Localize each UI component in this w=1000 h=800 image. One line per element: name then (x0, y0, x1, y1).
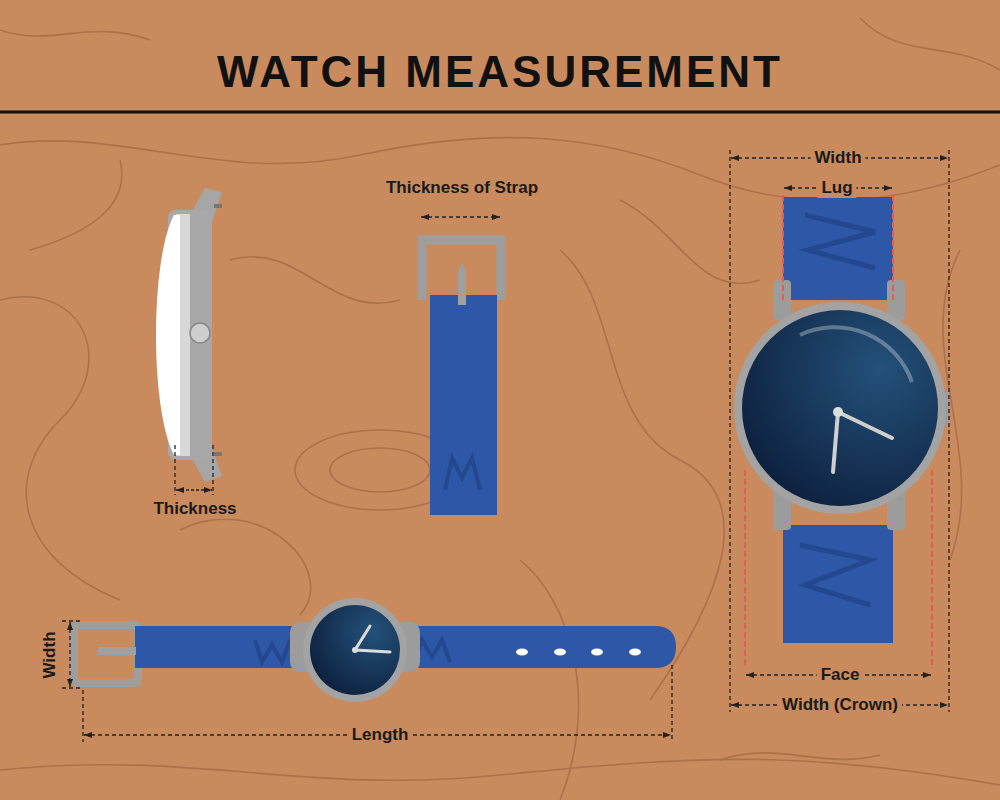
front-dimensions-part (782, 195, 784, 300)
strap-piece (422, 240, 501, 515)
wood-grain-part (720, 753, 880, 760)
dimension-label: Thickness of Strap (382, 178, 542, 198)
watch-full-view-part (355, 626, 370, 650)
watch-side-view (156, 188, 222, 482)
full-dimensions-part (69, 622, 70, 687)
full-dimensions-part (62, 620, 80, 621)
wood-grain-part (0, 30, 150, 40)
watch-front-view-part (800, 545, 870, 605)
watch-full-view-part (255, 640, 290, 662)
wood-grain-part (230, 257, 400, 303)
watch-side-view-part (190, 323, 210, 343)
watch-front-view-part (783, 525, 893, 643)
watch-front-view-part (833, 412, 838, 472)
wood-grain-part (0, 297, 120, 600)
wood-grain-part (30, 160, 122, 250)
strap-piece-part (445, 458, 480, 490)
watch-full-view-part (310, 605, 400, 695)
watch-front-view-part (800, 327, 912, 382)
watch-front-view-part (833, 407, 843, 417)
watch-front-view (734, 197, 950, 643)
full-dimensions-part (82, 690, 83, 742)
front-dimensions (730, 150, 949, 712)
watch-front-view-part (838, 412, 892, 438)
page-title: WATCH MEASUREMENT (217, 47, 783, 97)
full-dimensions-part (62, 687, 80, 688)
wood-grain-part (0, 138, 1000, 201)
watch-full-view-part (591, 649, 603, 656)
watch-full-view-part (405, 626, 676, 668)
watch-full-view-part (98, 647, 136, 655)
wood-grain-part (520, 560, 579, 800)
strap-thickness-dimension (421, 216, 500, 217)
watch-full-view-part (629, 649, 641, 656)
strap-piece-part (458, 262, 466, 305)
dimension-label: Length (348, 725, 413, 745)
watch-full-view (74, 598, 676, 702)
watch-full-view-part (352, 647, 358, 653)
front-dimensions-part (729, 150, 730, 712)
watch-front-view-part (805, 215, 875, 268)
watch-front-view-part (734, 302, 946, 514)
dimension-label: Face (817, 665, 864, 685)
wood-grain-part (330, 448, 430, 492)
watch-full-view-part (415, 640, 450, 662)
watch-full-view-part (303, 598, 407, 702)
watch-full-view-part (355, 650, 390, 652)
watch-side-view-part (156, 215, 180, 455)
thickness-dimension-part (174, 445, 175, 495)
watch-full-view-part (516, 649, 528, 656)
watch-front-view-part (887, 280, 905, 320)
watch-side-view-part (214, 452, 222, 456)
wood-grain-part (0, 759, 1000, 785)
watch-front-view-part (742, 310, 938, 506)
dimension-label: Width (Crown) (778, 695, 902, 715)
thickness-dimension (175, 445, 213, 495)
dimension-label: Width (40, 627, 60, 682)
dimension-label: Thickness (149, 499, 240, 519)
front-dimensions-part (948, 150, 949, 712)
dimension-label: Width (810, 148, 865, 168)
front-dimensions-part (892, 195, 894, 300)
watch-side-view-part (214, 204, 222, 208)
watch-full-view-part (135, 626, 305, 668)
watch-full-view-part (74, 625, 138, 683)
thickness-dimension-part (176, 489, 212, 490)
front-dimensions-part (744, 470, 746, 668)
strap-piece-part (430, 295, 497, 515)
wood-grain (0, 18, 1000, 800)
wood-grain-part (860, 18, 1000, 70)
thickness-dimension-part (212, 445, 213, 495)
front-dimensions-part (931, 470, 933, 668)
watch-full-view-part (554, 649, 566, 656)
dimension-label: Lug (817, 178, 856, 198)
wood-grain-part (620, 200, 760, 284)
full-dimensions-part (671, 665, 672, 742)
wood-grain-part (180, 519, 311, 615)
full-dimensions (62, 621, 672, 742)
title-rule (0, 111, 1000, 114)
watch-front-view-part (783, 197, 893, 300)
